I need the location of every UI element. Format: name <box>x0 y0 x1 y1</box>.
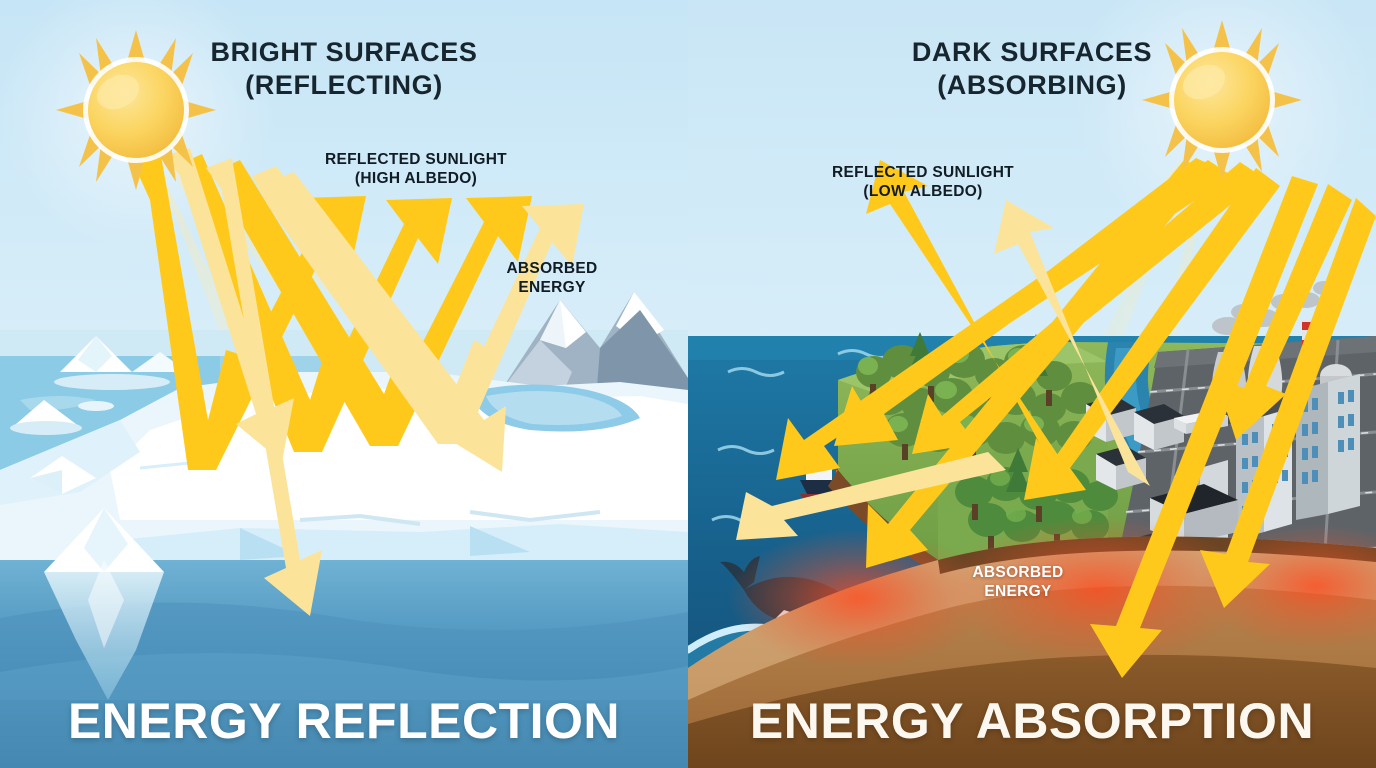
absorbed-arrows-right <box>776 158 1376 678</box>
left-panel-heading: BRIGHT SURFACES (REFLECTING) <box>210 37 478 100</box>
left-big-title: ENERGY REFLECTION <box>67 693 621 749</box>
snow-mountains <box>500 292 688 400</box>
right-big-title: ENERGY ABSORPTION <box>749 693 1315 749</box>
left-reflected-sunlight-label: REFLECTED SUNLIGHT (HIGH ALBEDO) <box>325 151 507 188</box>
right-panel-heading: DARK SURFACES (ABSORBING) <box>911 37 1153 100</box>
dark-surfaces-panel: DARK SURFACES (ABSORBING) REFLECTED SUNL… <box>688 0 1376 768</box>
right-reflected-sunlight-label: REFLECTED SUNLIGHT (LOW ALBEDO) <box>832 164 1014 201</box>
left-scene-illustration <box>0 0 688 768</box>
absorbed-arrows-left <box>164 148 506 616</box>
sun-left <box>56 30 216 190</box>
right-scene-illustration <box>688 0 1376 768</box>
left-absorbed-energy-label: ABSORBED ENERGY <box>506 260 598 297</box>
reflected-arrows-right <box>736 160 1150 540</box>
sun-right <box>1142 20 1302 180</box>
bright-surfaces-panel: BRIGHT SURFACES (REFLECTING) REFLECTED S… <box>0 0 688 768</box>
right-absorbed-energy-label: ABSORBED ENERGY <box>972 564 1064 601</box>
